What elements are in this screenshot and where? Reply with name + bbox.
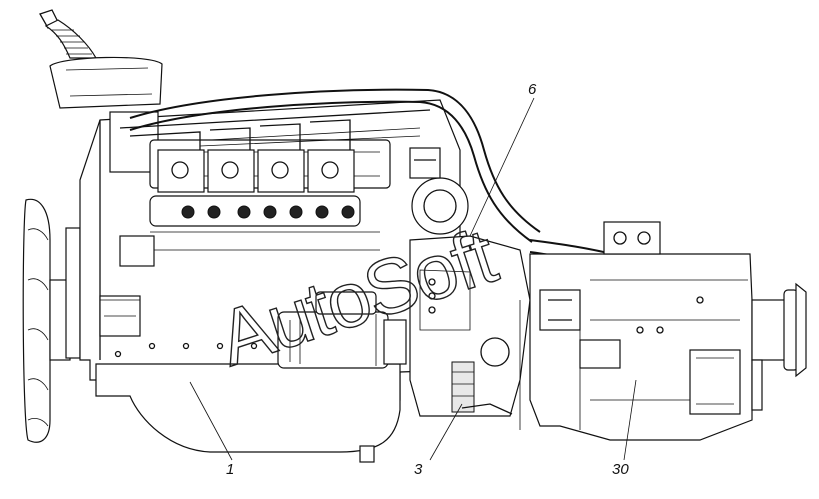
gear-shift-lever — [39, 9, 163, 109]
lower-bolt-row — [114, 342, 258, 358]
gearbox — [519, 221, 753, 441]
callout-1: 1 — [226, 461, 234, 478]
callout-3: 3 — [414, 461, 423, 478]
callout-30: 30 — [612, 461, 629, 478]
cylinder-heads — [157, 149, 355, 193]
turbocharger — [409, 147, 469, 235]
exhaust-ports — [181, 205, 355, 219]
starter-motor — [277, 291, 407, 369]
callout-6: 6 — [528, 81, 537, 98]
clutch-housing — [409, 235, 531, 417]
fan — [22, 198, 81, 443]
leader-lines — [189, 97, 637, 461]
output-flange — [751, 282, 807, 411]
